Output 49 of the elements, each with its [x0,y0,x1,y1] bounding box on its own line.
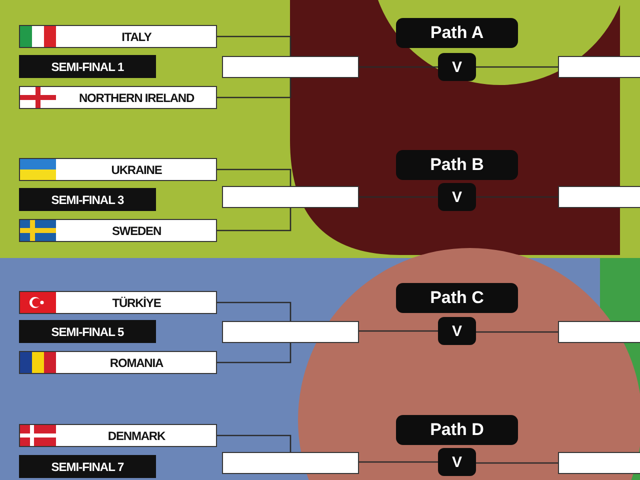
semi-final-label: SEMI-FINAL 3 [19,188,156,211]
empty-slot [558,186,640,208]
bracket-line [476,331,558,333]
bracket-line [217,168,292,186]
path-label: Path C [396,283,518,313]
bracket-line [359,196,438,198]
path-label: Path D [396,415,518,445]
team-box [19,219,217,242]
bracket-line [217,36,292,56]
bracket-line [476,462,558,464]
empty-slot [222,321,359,343]
versus-badge: V [438,317,476,345]
bracket-line [217,208,292,232]
team-box [19,25,217,48]
team-box [19,351,217,374]
team-name: ROMANIA [108,356,164,370]
team-name: SWEDEN [110,224,162,238]
team-box [19,86,217,109]
path-label: Path B [396,150,518,180]
path-label: Path A [396,18,518,48]
bracket-line [217,343,292,364]
semi-final-label: SEMI-FINAL 1 [19,55,156,78]
team-name: TÜRKİYE [111,296,162,310]
team-box [19,291,217,314]
empty-slot [558,321,640,343]
versus-badge: V [438,183,476,211]
team-name: NORTHERN IRELAND [78,90,196,104]
empty-slot [558,56,640,78]
semi-final-label: SEMI-FINAL 7 [19,455,156,478]
team-name: ITALY [120,30,152,44]
versus-badge: V [438,448,476,476]
empty-slot [222,56,359,78]
bracket-line [359,330,438,332]
bracket-line [476,66,558,68]
empty-slot [558,452,640,474]
empty-slot [222,452,359,474]
team-box [19,158,217,181]
empty-slot [222,186,359,208]
bracket-line [359,461,438,463]
bracket-line [217,78,292,98]
bracket-line [359,66,438,68]
bracket-line [217,434,292,452]
team-box [19,424,217,447]
bracket-line [476,196,558,198]
team-name: UKRAINE [110,162,163,176]
semi-final-label: SEMI-FINAL 5 [19,320,156,343]
versus-badge: V [438,53,476,81]
bracket-line [217,302,292,321]
team-name: DENMARK [106,428,166,442]
